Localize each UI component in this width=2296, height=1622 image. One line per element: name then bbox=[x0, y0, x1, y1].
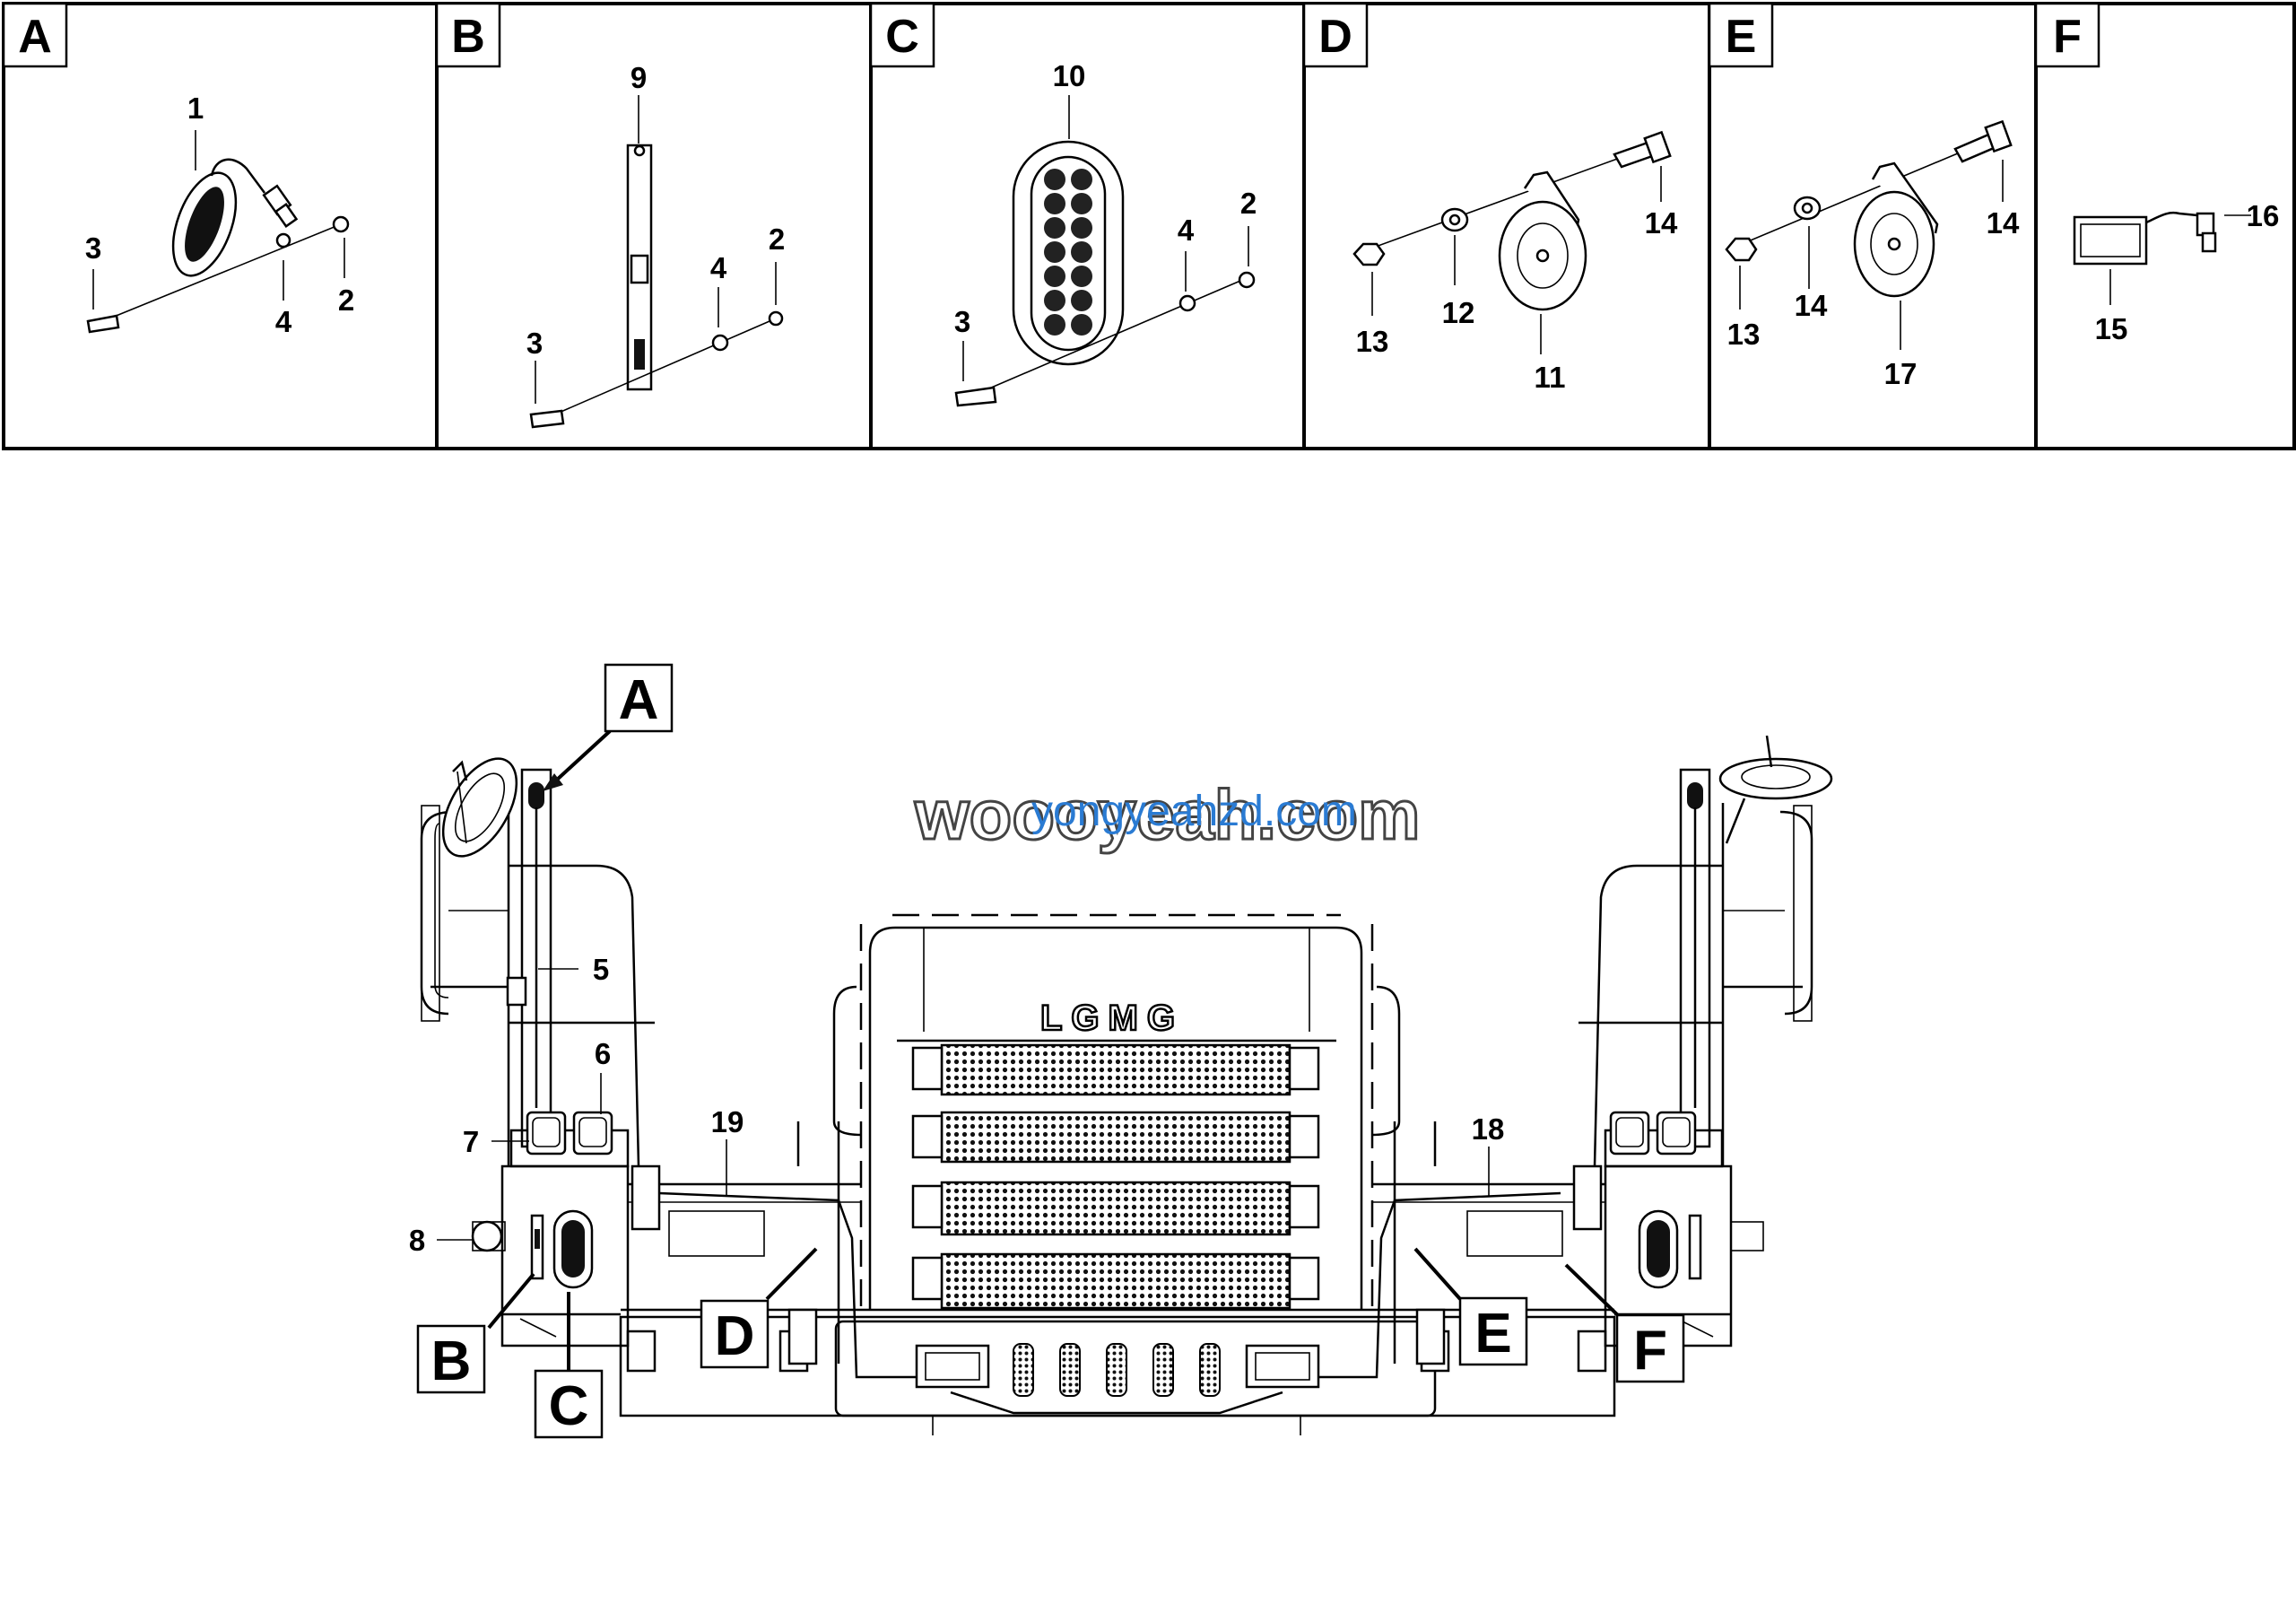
svg-text:C: C bbox=[549, 1375, 589, 1437]
svg-text:C: C bbox=[885, 11, 919, 63]
callout-b bbox=[416, 1324, 486, 1394]
led bbox=[1044, 169, 1065, 190]
panel-a-lamp: 1 3 4 2 bbox=[85, 92, 354, 338]
svg-text:2: 2 bbox=[1240, 187, 1257, 220]
svg-text:5: 5 bbox=[593, 953, 609, 986]
svg-text:3: 3 bbox=[85, 231, 101, 265]
svg-text:D: D bbox=[1318, 11, 1352, 63]
svg-text:E: E bbox=[1726, 11, 1757, 63]
svg-text:3: 3 bbox=[526, 327, 543, 360]
led bbox=[1044, 290, 1065, 311]
svg-text:D: D bbox=[715, 1305, 755, 1367]
svg-text:16: 16 bbox=[2247, 199, 2280, 232]
machine-front-view: LGMG bbox=[420, 735, 1833, 1435]
svg-text:6: 6 bbox=[595, 1037, 611, 1070]
svg-text:18: 18 bbox=[1472, 1112, 1505, 1146]
led bbox=[1071, 290, 1092, 311]
svg-text:7: 7 bbox=[463, 1125, 479, 1158]
led bbox=[1071, 193, 1092, 214]
panel-d-horn: 14 13 12 11 bbox=[1352, 130, 1678, 394]
svg-text:B: B bbox=[431, 1330, 472, 1392]
callout-c bbox=[534, 1369, 604, 1439]
panel-e-horn: 14 13 14 17 bbox=[1725, 119, 2020, 390]
svg-text:14: 14 bbox=[1795, 289, 1828, 322]
panel-c-oval-lamp: 10 2 4 3 bbox=[954, 59, 1257, 407]
svg-text:9: 9 bbox=[631, 61, 647, 94]
panel-b-bar-lamp: 9 4 2 3 bbox=[526, 61, 785, 429]
svg-text:4: 4 bbox=[710, 251, 727, 284]
svg-text:E: E bbox=[1474, 1303, 1511, 1365]
panel-f-rect-lamp: 16 15 bbox=[2073, 199, 2280, 345]
callout-f bbox=[1615, 1313, 1685, 1383]
detail-panels: A B C D E F bbox=[2, 2, 2296, 450]
brand-logo: LGMG bbox=[1040, 998, 1184, 1038]
wiring-harness bbox=[658, 1191, 1561, 1379]
led bbox=[1044, 217, 1065, 239]
panel-letter-f: F bbox=[2034, 2, 2100, 68]
led bbox=[1044, 241, 1065, 263]
svg-text:F: F bbox=[2053, 11, 2082, 63]
svg-text:12: 12 bbox=[1442, 296, 1475, 329]
svg-text:F: F bbox=[1633, 1320, 1667, 1382]
led bbox=[1071, 169, 1092, 190]
led bbox=[1071, 266, 1092, 287]
svg-text:A: A bbox=[18, 11, 52, 63]
left-tower bbox=[420, 757, 655, 1289]
led bbox=[1044, 314, 1065, 336]
svg-text:15: 15 bbox=[2095, 312, 2128, 345]
svg-text:yongyeahzd.com: yongyeahzd.com bbox=[1031, 788, 1357, 835]
svg-text:8: 8 bbox=[409, 1224, 425, 1257]
svg-text:13: 13 bbox=[1727, 318, 1761, 351]
panel-letter-a: A bbox=[2, 2, 68, 68]
svg-text:2: 2 bbox=[769, 222, 785, 256]
panel-frame bbox=[2, 2, 2296, 450]
main-callouts: A B C D E F 5 6 7 8 19 18 bbox=[409, 663, 1685, 1439]
grille-housing: LGMG bbox=[832, 913, 1401, 1310]
svg-text:4: 4 bbox=[1178, 214, 1195, 247]
svg-text:2: 2 bbox=[338, 283, 354, 317]
svg-text:3: 3 bbox=[954, 305, 970, 338]
svg-text:A: A bbox=[619, 669, 659, 731]
callout-e bbox=[1458, 1296, 1528, 1366]
svg-text:10: 10 bbox=[1053, 59, 1086, 92]
led bbox=[1044, 193, 1065, 214]
svg-text:13: 13 bbox=[1356, 325, 1389, 358]
panel-letter-b: B bbox=[435, 2, 501, 68]
panel-letter-d: D bbox=[1302, 2, 1369, 68]
svg-text:woooyeah.com: woooyeah.com bbox=[914, 775, 1420, 854]
led bbox=[1071, 314, 1092, 336]
led bbox=[1071, 241, 1092, 263]
left-side-body bbox=[500, 1121, 861, 1365]
panel-letter-e: E bbox=[1708, 2, 1774, 68]
svg-text:19: 19 bbox=[711, 1105, 744, 1138]
svg-text:17: 17 bbox=[1884, 357, 1918, 390]
svg-text:14: 14 bbox=[1987, 206, 2020, 240]
callout-a bbox=[604, 663, 674, 733]
callout-d bbox=[700, 1299, 770, 1369]
panel-letter-c: C bbox=[869, 2, 935, 68]
right-tower bbox=[1578, 735, 1833, 1289]
svg-text:4: 4 bbox=[275, 305, 292, 338]
svg-text:B: B bbox=[451, 11, 485, 63]
svg-text:1: 1 bbox=[187, 92, 204, 125]
led bbox=[1071, 217, 1092, 239]
svg-text:14: 14 bbox=[1645, 206, 1678, 240]
led bbox=[1044, 266, 1065, 287]
watermark: woooyeah.com yongyeahzd.com bbox=[913, 774, 1422, 856]
svg-text:11: 11 bbox=[1535, 361, 1566, 394]
